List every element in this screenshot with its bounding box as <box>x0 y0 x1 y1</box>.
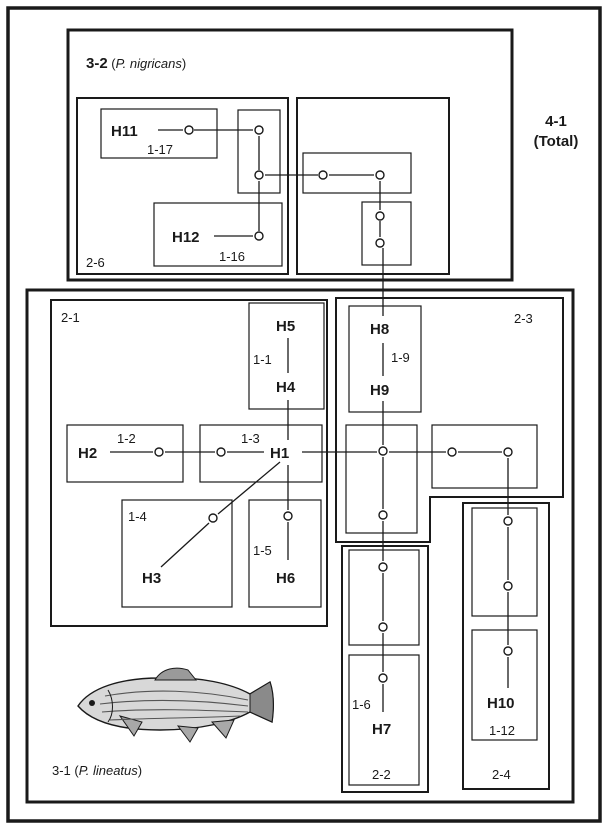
haplotype-h8: H8 <box>370 321 389 338</box>
haplotype-h4: H4 <box>276 379 296 396</box>
missing-node <box>255 171 263 179</box>
haplotype-h11: H11 <box>111 123 138 140</box>
clade-2-6-box <box>77 98 288 274</box>
clade-label-1-12: 1-12 <box>489 723 515 738</box>
missing-node <box>379 563 387 571</box>
missing-node <box>217 448 225 456</box>
missing-node <box>379 447 387 455</box>
clade-label-1-17: 1-17 <box>147 142 173 157</box>
missing-node <box>376 212 384 220</box>
missing-haplotype-nodes <box>155 126 512 682</box>
missing-node <box>284 512 292 520</box>
clade-label-1-4: 1-4 <box>128 509 147 524</box>
clade-unnamed-2-box <box>297 98 449 274</box>
haplotype-h10: H10 <box>487 695 515 712</box>
missing-node <box>209 514 217 522</box>
clade-label-1-3: 1-3 <box>241 431 260 446</box>
haplotype-h3: H3 <box>142 570 161 587</box>
missing-node <box>376 171 384 179</box>
missing-node <box>504 448 512 456</box>
missing-node <box>448 448 456 456</box>
haplotype-h7: H7 <box>372 721 391 738</box>
missing-node <box>155 448 163 456</box>
clade-label-total: (Total) <box>534 133 579 150</box>
clade-label-2-2: 2-2 <box>372 767 391 782</box>
clade-label-2-4: 2-4 <box>492 767 511 782</box>
clade-label-1-16: 1-16 <box>219 249 245 264</box>
clade-label-2-1: 2-1 <box>61 310 80 325</box>
missing-node <box>379 511 387 519</box>
missing-node <box>376 239 384 247</box>
missing-node <box>504 582 512 590</box>
clade-label-1-9: 1-9 <box>391 350 410 365</box>
haplotype-h2: H2 <box>78 445 97 462</box>
missing-node <box>255 126 263 134</box>
missing-node <box>504 647 512 655</box>
clade-label-3-1: 3-1 (P. lineatus) <box>52 763 142 778</box>
clade-label-1-5: 1-5 <box>253 543 272 558</box>
clade-unnamed-1-box-e <box>432 425 537 488</box>
fish-illustration <box>78 668 273 742</box>
clade-2-2-box <box>342 546 428 792</box>
missing-node <box>185 126 193 134</box>
missing-node <box>255 232 263 240</box>
clade-label-4-1: 4-1 <box>545 113 567 130</box>
missing-node <box>379 674 387 682</box>
missing-node <box>504 517 512 525</box>
haplotype-h1: H1 <box>270 445 289 462</box>
haplotype-h5: H5 <box>276 318 295 335</box>
clade-label-3-2: 3-2 (P. nigricans) <box>86 55 186 72</box>
missing-node <box>379 623 387 631</box>
clade-label-2-3: 2-3 <box>514 311 533 326</box>
clade-label-1-6: 1-6 <box>352 697 371 712</box>
clade-unnamed-1-box-g <box>472 508 537 616</box>
clade-label-2-6: 2-6 <box>86 255 105 270</box>
haplotype-h6: H6 <box>276 570 295 587</box>
clade-2-4-box <box>463 503 549 789</box>
clade-label-1-1: 1-1 <box>253 352 272 367</box>
clade-label-1-2: 1-2 <box>117 431 136 446</box>
haplotype-h9: H9 <box>370 382 389 399</box>
missing-node <box>319 171 327 179</box>
haplotype-h12: H12 <box>172 229 200 246</box>
clade-unnamed-1-box-c <box>362 202 411 265</box>
